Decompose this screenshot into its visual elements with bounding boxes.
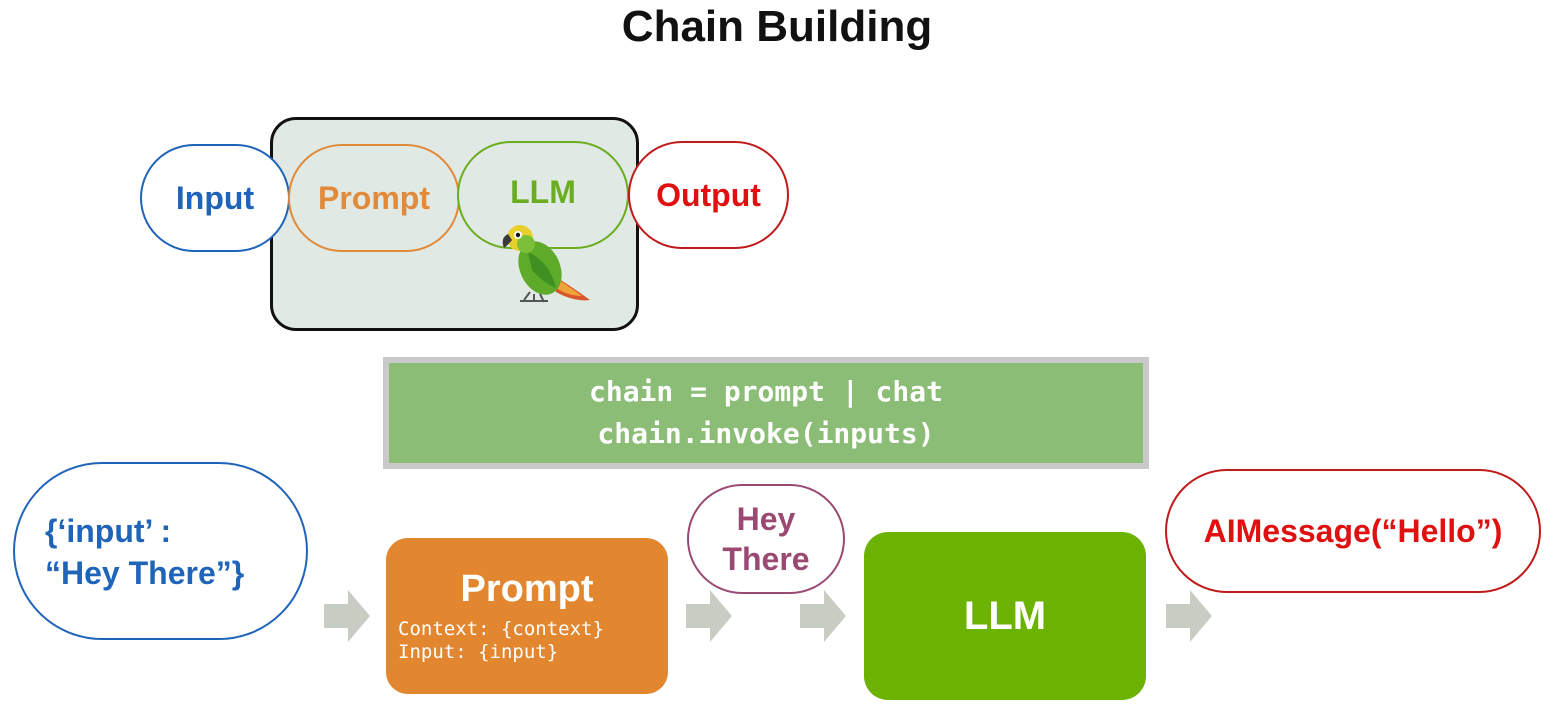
ai-message-bubble: AIMessage(“Hello”): [1165, 469, 1541, 593]
formatted-prompt-bubble: Hey There: [687, 484, 845, 594]
right-arrow-icon: [800, 590, 846, 642]
page-title: Chain Building: [621, 2, 933, 51]
input-dict-bubble: {‘input’ : “Hey There”}: [13, 462, 308, 640]
right-arrow-icon: [1166, 590, 1212, 642]
input-dict-line-2: “Hey There”}: [45, 555, 245, 591]
hey-line-2: There: [722, 541, 810, 577]
input-dict-line-1: {‘input’ :: [45, 513, 172, 549]
top-llm-node: LLM: [457, 141, 629, 249]
code-line-2: chain.invoke(inputs): [597, 417, 935, 450]
code-line-1: chain = prompt | chat: [588, 375, 943, 408]
prompt-template-card: Prompt Context: {context} Input: {input}: [386, 538, 668, 694]
prompt-context-line: Context: {context}: [398, 618, 604, 640]
llm-card: LLM: [864, 532, 1146, 700]
prompt-input-line: Input: {input}: [398, 641, 559, 663]
prompt-card-title: Prompt: [460, 568, 594, 610]
top-input-node: Input: [140, 144, 290, 252]
code-block: chain = prompt | chat chain.invoke(input…: [383, 357, 1149, 469]
top-output-node: Output: [628, 141, 789, 249]
parrot-icon: [502, 225, 590, 303]
top-prompt-node: Prompt: [288, 144, 460, 252]
hey-line-1: Hey: [736, 501, 796, 537]
right-arrow-icon: [324, 590, 370, 642]
right-arrow-icon: [686, 590, 732, 642]
